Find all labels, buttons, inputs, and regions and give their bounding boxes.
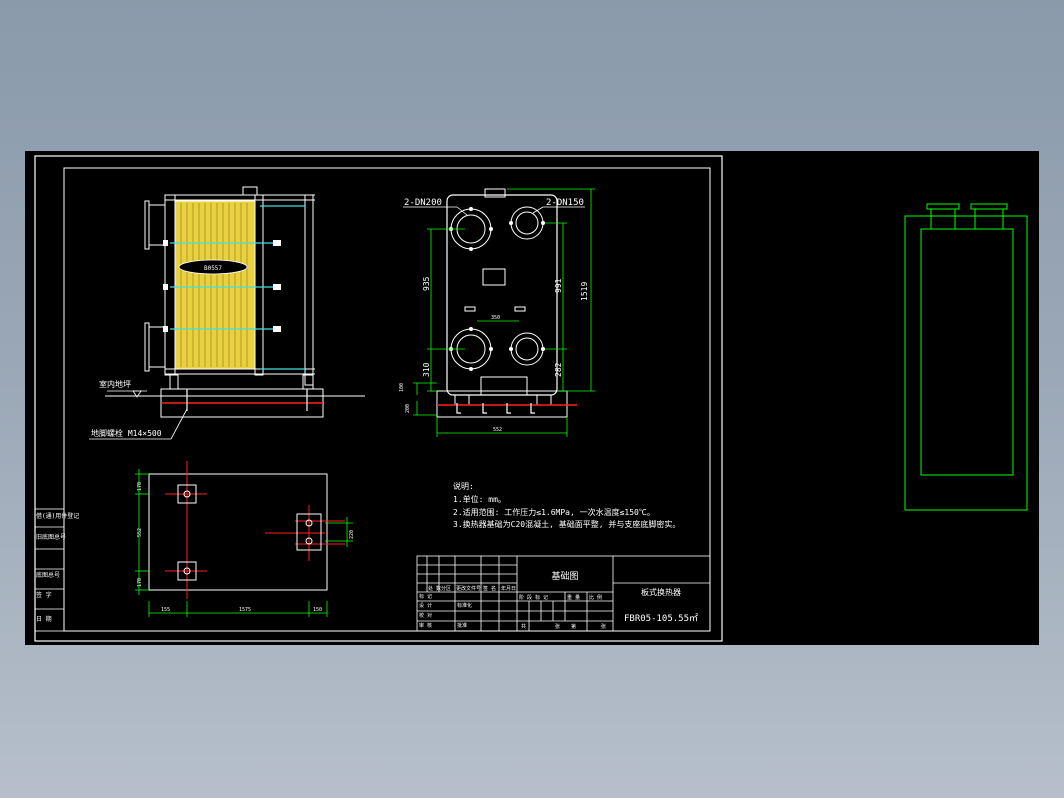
- plate-badge-label: B0557: [204, 265, 222, 272]
- anchor-pad-1: [177, 484, 197, 504]
- side-view: B0557 室内地坪 地脚螺栓 M14×500: [89, 186, 365, 440]
- stage-label: 阶 段 标 记: [519, 594, 548, 601]
- plan-foundation: [148, 473, 328, 591]
- row-label-0: 标 记: [419, 593, 432, 600]
- plan-view: 170 552 170 155 1575 150 220: [135, 461, 355, 617]
- dim-1519: 1519: [580, 282, 589, 301]
- side-nozzles: [144, 200, 166, 372]
- support-column: [304, 194, 314, 386]
- inner-extents: [920, 228, 1014, 476]
- sheet-label-0: 共: [521, 623, 526, 630]
- row-label-2: 校 对: [419, 612, 432, 619]
- left-strip-label-3: 签 字: [36, 591, 52, 599]
- front-view: 2-DN200 2-DN150 935 310 991 282 1519 100…: [399, 188, 595, 437]
- plan-dim-top: 170: [137, 482, 143, 491]
- anchor-pad-2: [177, 561, 197, 581]
- plan-dim-left: 155: [161, 607, 170, 613]
- dim-310: 310: [422, 362, 431, 377]
- front-foundation: [436, 390, 568, 418]
- sheet-frame: [34, 155, 723, 642]
- plan-dimension-lines: [135, 469, 353, 617]
- note-3: 3.换热器基础为C20混凝土, 基础面平整, 并与支座底脚密实。: [453, 519, 680, 529]
- floor-label: 室内地坪: [99, 379, 131, 389]
- sheet-label-1: 张: [555, 623, 560, 630]
- note-1: 1.单位: mm。: [453, 494, 506, 504]
- dim-935: 935: [422, 276, 431, 291]
- pressure-plate: [254, 194, 264, 376]
- drawing-name: 基础图: [551, 570, 578, 582]
- col-label-4: 年月日: [501, 585, 516, 592]
- bolt-label: 地脚螺栓 M14×500: [91, 428, 162, 438]
- plan-dim-mid: 552: [137, 528, 143, 537]
- model-number: FBR05-105.55㎡: [624, 613, 698, 624]
- anchor-pad-3: [296, 513, 322, 551]
- notes-block: 说明: 1.单位: mm。 2.适用范围: 工作压力≤1.6MPa, 一次水温度…: [453, 481, 680, 529]
- dim-552: 552: [493, 427, 502, 433]
- extents-outline: [904, 203, 1028, 511]
- cad-drawing-canvas[interactable]: 借(通)用件登记 旧底图总号 底图总号 签 字 日 期: [25, 151, 1039, 645]
- frame-plate-outline: [446, 194, 558, 396]
- standardization-label: 标准化: [457, 602, 472, 609]
- sheet-label-2: 第: [571, 623, 576, 630]
- left-strip-label-4: 日 期: [36, 615, 52, 623]
- weight-label: 重 量: [567, 594, 580, 601]
- left-port-label: 2-DN200: [404, 198, 442, 208]
- col-label-2: 更改文件号: [456, 585, 481, 592]
- dim-282: 282: [554, 362, 563, 377]
- note-2: 2.适用范围: 工作压力≤1.6MPa, 一次水温度≤150℃。: [453, 507, 655, 517]
- outer-extents: [904, 215, 1028, 511]
- sheet-label-3: 张: [601, 623, 606, 630]
- notes-heading: 说明:: [453, 481, 474, 491]
- title-block: 标 记 设 计 校 对 审 核 处 数 分区 更改文件号 签 名 年月日 标准化…: [416, 555, 711, 632]
- inner-border: [63, 167, 711, 632]
- scale-label: 比 例: [589, 594, 602, 601]
- dim-100: 100: [399, 383, 405, 392]
- front-dimension-lines: [413, 188, 595, 437]
- left-strip-label-1: 旧底图总号: [36, 533, 66, 541]
- approve-label: 批准: [457, 622, 467, 629]
- col-label-0: 处 数: [428, 585, 441, 592]
- plate-badge-ellipse: [178, 259, 248, 275]
- row-label-3: 审 核: [419, 622, 432, 629]
- dim-350: 350: [491, 315, 500, 321]
- right-port-label: 2-DN150: [546, 198, 584, 208]
- dim-200: 200: [405, 404, 411, 413]
- drawing-svg: 借(通)用件登记 旧底图总号 底图总号 签 字 日 期: [34, 155, 1028, 642]
- left-strip-table: [34, 508, 65, 632]
- col-label-3: 签 名: [483, 585, 496, 592]
- plan-dim-bottom: 170: [137, 578, 143, 587]
- tie-bolts: [170, 205, 305, 370]
- left-strip-label-2: 底图总号: [36, 571, 60, 579]
- plan-dim-right-v: 220: [349, 530, 355, 539]
- plan-dim-right: 150: [313, 607, 322, 613]
- row-label-1: 设 计: [419, 602, 432, 609]
- dim-991: 991: [554, 278, 563, 293]
- left-strip-label-0: 借(通)用件登记: [36, 512, 79, 520]
- product-name: 板式换热器: [641, 587, 681, 597]
- plan-dim-length: 1575: [239, 607, 251, 613]
- col-label-1: 分区: [441, 585, 451, 592]
